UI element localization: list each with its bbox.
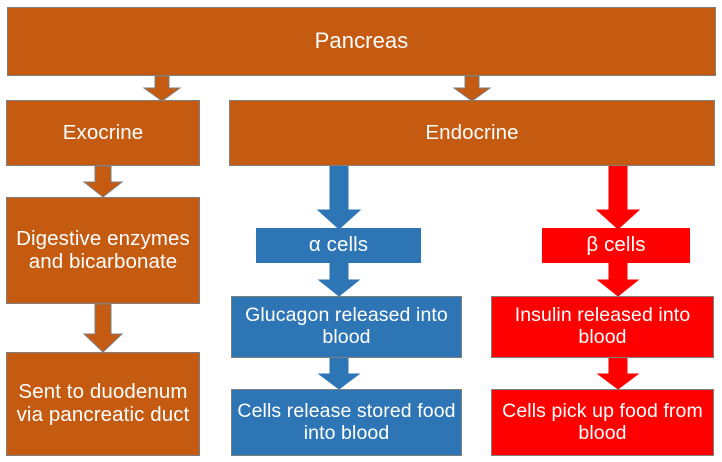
- arrow-alpha-to-glucagon: [317, 263, 361, 297]
- node-cells-release-stored-food-label: Cells release stored food into blood: [237, 399, 456, 444]
- node-insulin-released-label: Insulin released into blood: [514, 304, 691, 348]
- arrow-endocrine-to-alpha: [316, 166, 362, 230]
- arrow-glucagon-to-cells: [317, 358, 361, 390]
- node-exocrine[interactable]: Exocrine: [6, 100, 200, 166]
- node-beta-cells[interactable]: β cells: [542, 228, 690, 263]
- node-endocrine[interactable]: Endocrine: [229, 100, 715, 166]
- node-sent-to-duodenum[interactable]: Sent to duodenum via pancreatic duct: [6, 352, 200, 456]
- node-cells-pick-up-food[interactable]: Cells pick up food from blood: [491, 389, 714, 456]
- node-glucagon-released-label: Glucagon released into blood: [245, 304, 448, 348]
- arrow-pancreas-to-exocrine: [142, 76, 182, 102]
- arrow-digestive-to-sent: [82, 304, 124, 353]
- node-digestive-enzymes-label: Digestive enzymes and bicarbonate: [16, 226, 190, 273]
- node-exocrine-label: Exocrine: [62, 120, 144, 144]
- node-digestive-enzymes[interactable]: Digestive enzymes and bicarbonate: [6, 197, 200, 304]
- arrow-beta-to-insulin: [596, 263, 640, 297]
- arrow-pancreas-to-endocrine: [452, 76, 492, 102]
- node-pancreas-label: Pancreas: [314, 28, 409, 54]
- node-beta-cells-label: β cells: [586, 233, 646, 257]
- node-cells-release-stored-food[interactable]: Cells release stored food into blood: [231, 389, 462, 456]
- node-endocrine-label: Endocrine: [425, 120, 519, 144]
- node-pancreas[interactable]: Pancreas: [7, 7, 716, 76]
- node-glucagon-released[interactable]: Glucagon released into blood: [231, 296, 462, 358]
- node-insulin-released[interactable]: Insulin released into blood: [491, 296, 714, 358]
- arrow-exocrine-to-digestive: [82, 166, 124, 198]
- node-alpha-cells[interactable]: α cells: [256, 228, 421, 263]
- arrow-insulin-to-cells: [596, 358, 640, 390]
- node-alpha-cells-label: α cells: [308, 233, 369, 257]
- arrow-endocrine-to-beta: [595, 166, 641, 230]
- node-cells-pick-up-food-label: Cells pick up food from blood: [502, 399, 703, 444]
- node-sent-to-duodenum-label: Sent to duodenum via pancreatic duct: [16, 380, 190, 426]
